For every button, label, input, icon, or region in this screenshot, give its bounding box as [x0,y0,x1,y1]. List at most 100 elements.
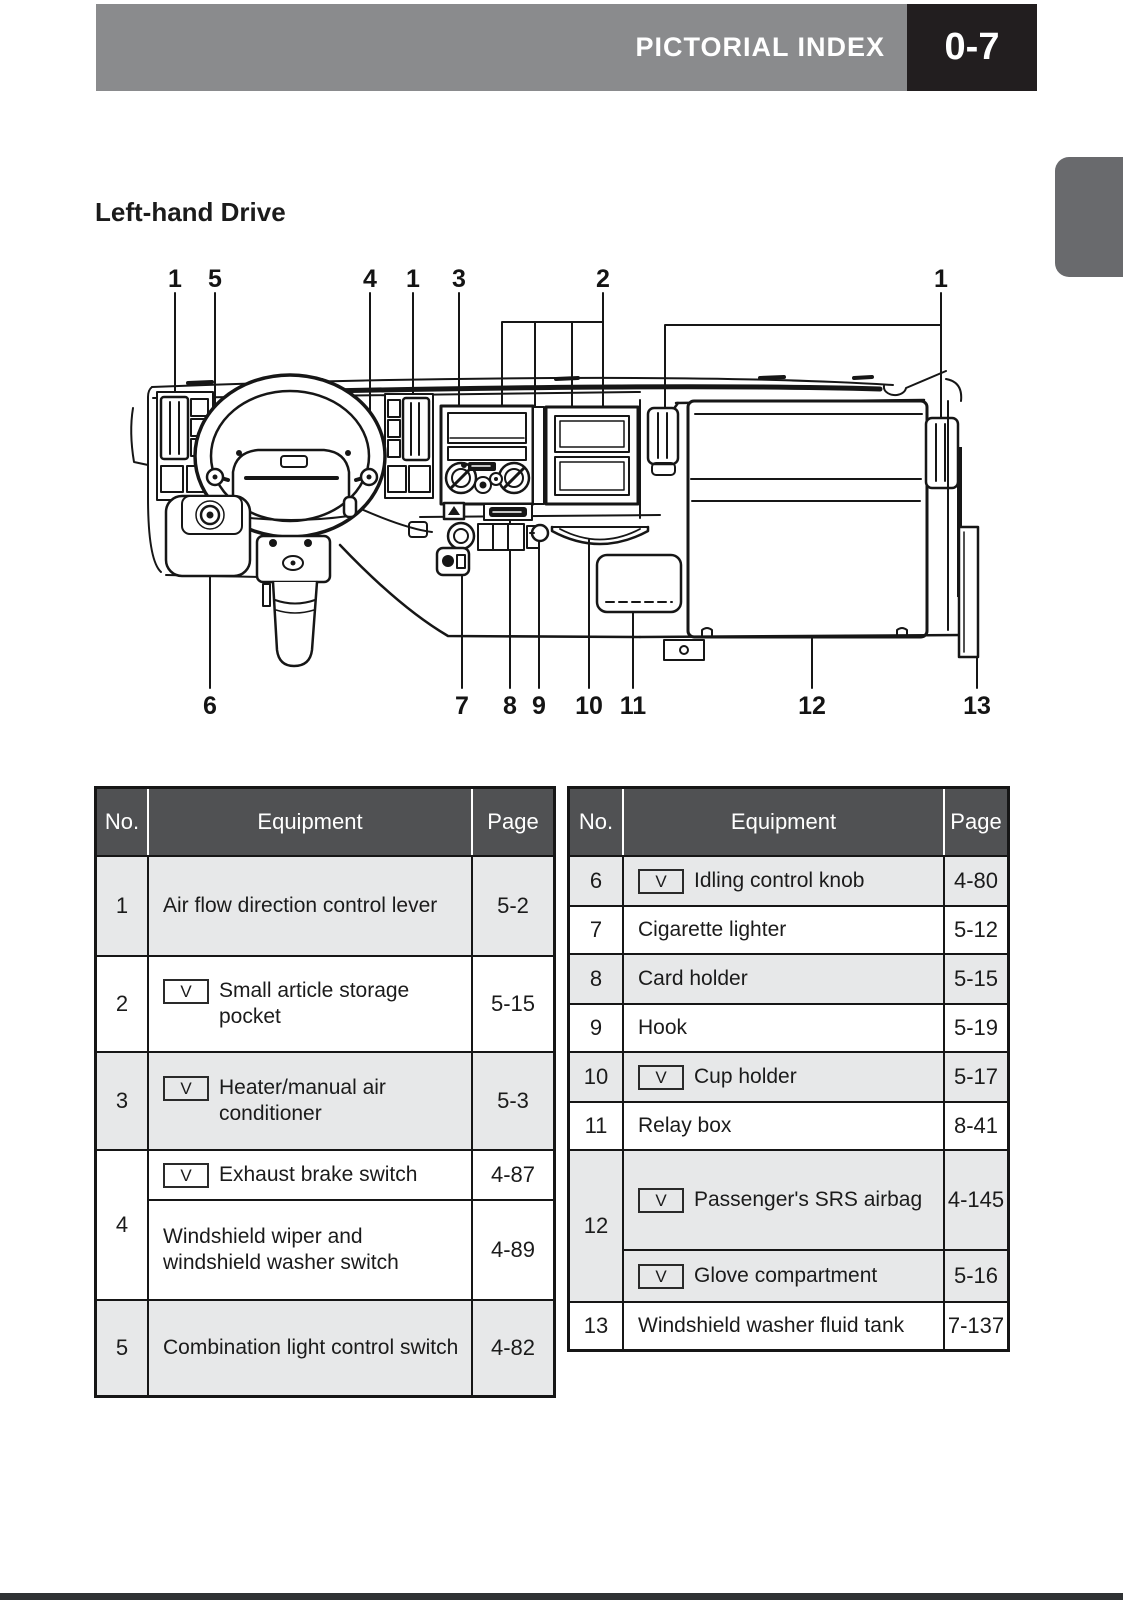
if-equipped-badge: V [163,1163,209,1188]
callout-bottom-10: 10 [575,692,603,720]
equipment-label: Windshield washer fluid tank [638,1314,905,1337]
chapter-header-bar: PICTORIAL INDEX [96,4,907,91]
glove-compartment [638,398,965,661]
equipment-cell: Windshield washer fluid tank [624,1303,945,1349]
wiper-stalk [354,467,379,487]
callout-bottom-11: 11 [620,692,647,720]
callout-bottom-8: 8 [503,692,517,720]
card-holder-slot [483,503,533,521]
equipment-item: Hook 5-19 [624,1005,1007,1051]
callout-top-5: 5 [208,265,222,293]
equipment-cell: Combination light control switch [149,1301,473,1395]
callout-top-1a: 1 [168,265,182,293]
equipment-item: V Exhaust brake switch 4-87 [149,1151,553,1199]
cup-holder [550,525,650,546]
page-cell: 5-15 [953,966,999,991]
instrument-cluster [231,448,351,521]
page-cell: 5-17 [953,1064,999,1089]
callout-top-2: 2 [596,265,610,293]
right-air-vents [384,393,434,538]
table-row: 13 Windshield washer fluid tank 7-137 [570,1301,1007,1349]
hazard-switch [442,501,466,521]
page-cell: 5-19 [953,1015,999,1040]
callout-bottom-13: 13 [963,692,991,720]
equipment-label: Glove compartment [694,1264,878,1287]
callout-top-1b: 1 [406,265,420,293]
chapter-title: PICTORIAL INDEX [635,32,885,62]
no-cell: 6 [570,857,624,905]
equipment-label: Cigarette lighter [638,918,787,941]
page-cell: 4-145 [947,1187,1005,1212]
no-cell: 1 [97,857,149,955]
callout-numbers: 1 5 4 1 3 2 1 6 7 8 9 10 11 12 13 [168,265,991,720]
equipment-item: Card holder 5-15 [624,955,1007,1003]
page-cell: 5-16 [953,1263,999,1288]
callout-bottom-9: 9 [532,692,546,720]
callout-top-3: 3 [452,265,466,293]
washer-fluid-tank [945,378,980,659]
steering-wheel [193,373,387,668]
no-cell: 4 [97,1151,149,1299]
equipment-item: Combination light control switch 4-82 [149,1301,553,1395]
page-cell: 5-2 [497,893,529,918]
equipment-cell: Relay box [624,1103,945,1149]
callout-top-4: 4 [363,265,377,293]
heater-control-panel [439,404,535,506]
left-air-vents [156,391,214,501]
callout-leader-lines [174,292,978,689]
equipment-cell: V Exhaust brake switch [149,1151,473,1199]
if-equipped-badge: V [638,1188,684,1213]
equipment-label: Card holder [638,967,748,990]
no-cell: 5 [97,1301,149,1395]
equipment-item: Windshield wiper and windshield washer s… [149,1199,553,1299]
if-equipped-badge: V [163,979,209,1004]
turn-signal-stalk [205,467,230,487]
page-cell: 4-89 [490,1237,536,1262]
page-cell: 4-80 [953,868,999,893]
storage-pockets [532,405,640,506]
callout-bottom-12: 12 [798,692,826,720]
if-equipped-badge: V [638,869,684,894]
dash-top-edge [130,370,947,573]
chapter-edge-tab [1055,157,1123,277]
equipment-label: Heater/manual air conditioner [219,1076,386,1125]
column-header-equipment: Equipment [624,789,945,855]
relay-box [595,553,683,614]
hook [529,523,550,543]
accessory-box [435,546,471,577]
column-header-equipment: Equipment [149,789,473,855]
equipment-label: Exhaust brake switch [219,1163,418,1186]
idling-control-knob-art [164,494,252,578]
column-header-page: Page [950,809,1002,834]
page-cell: 4-82 [490,1335,536,1360]
no-cell: 3 [97,1053,149,1149]
callout-top-1c: 1 [934,265,948,293]
no-cell: 13 [570,1303,624,1349]
equipment-cell: Hook [624,1005,945,1051]
page-cell: 7-137 [947,1313,1005,1338]
page-cell: 4-87 [490,1162,536,1187]
equipment-cell: Windshield wiper and windshield washer s… [149,1201,473,1299]
page-cell: 8-41 [953,1113,999,1138]
